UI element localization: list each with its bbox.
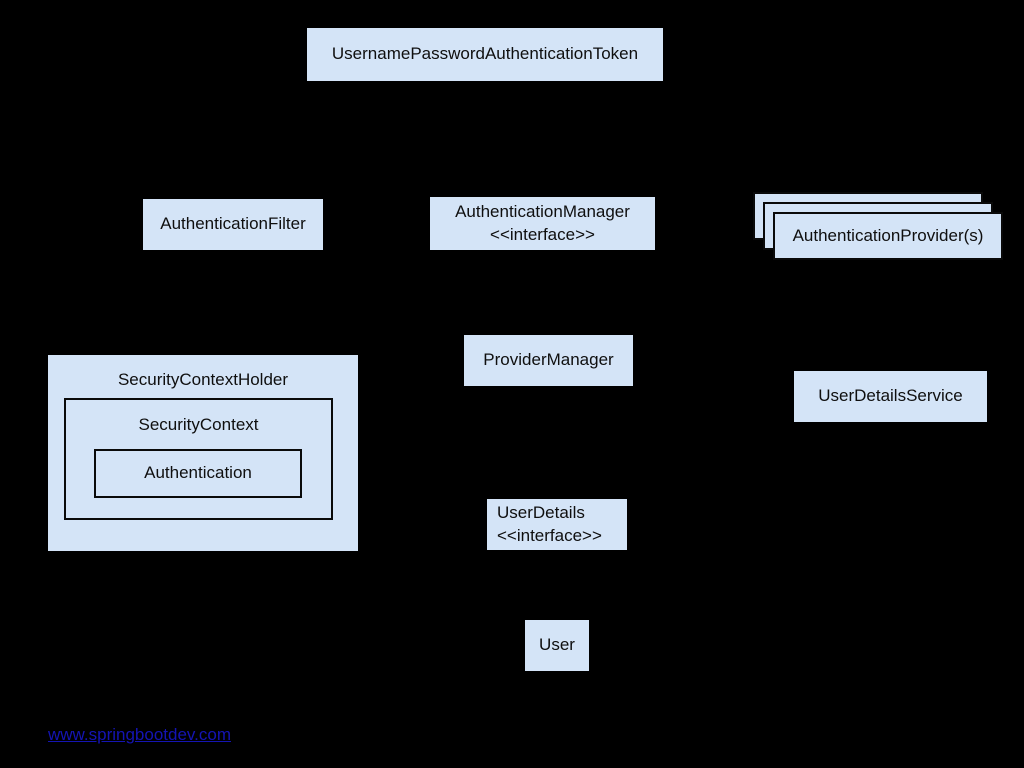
- node-user-details: UserDetails <<interface>>: [487, 499, 627, 550]
- node-security-context-label: SecurityContext: [138, 415, 259, 434]
- node-security-context-holder-label: SecurityContextHolder: [117, 370, 289, 389]
- node-provider-manager: ProviderManager: [464, 335, 633, 386]
- node-authentication-providers: AuthenticationProvider(s): [773, 212, 1003, 260]
- node-authentication: Authentication: [94, 449, 302, 498]
- node-user: User: [525, 620, 589, 671]
- node-authentication-filter: AuthenticationFilter: [143, 199, 323, 250]
- footer-website-link[interactable]: www.springbootdev.com: [48, 725, 231, 744]
- node-authentication-manager: AuthenticationManager <<interface>>: [430, 197, 655, 250]
- node-user-details-service: UserDetailsService: [794, 371, 987, 422]
- node-authentication-providers-stack: AuthenticationProvider(s): [753, 192, 1003, 270]
- node-username-password-authentication-token: UsernamePasswordAuthenticationToken: [307, 28, 663, 81]
